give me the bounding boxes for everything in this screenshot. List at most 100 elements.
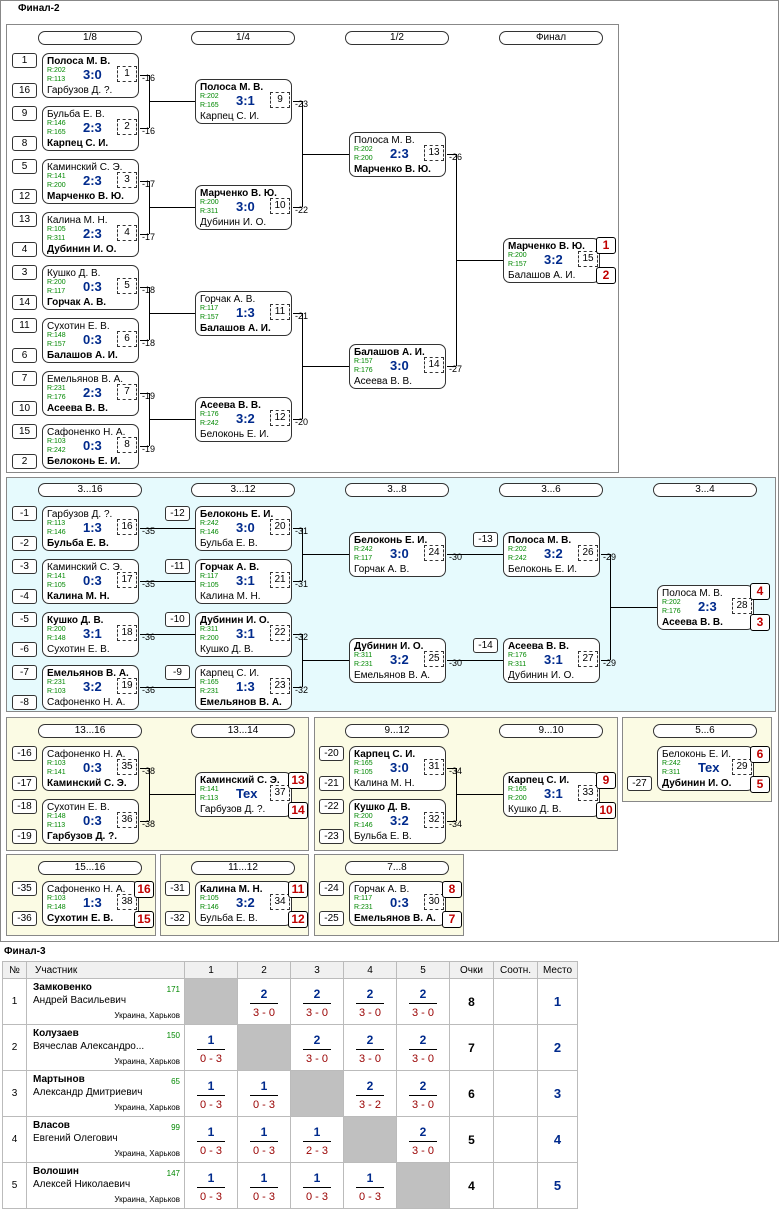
player-name: Дубинин И. О. — [662, 778, 732, 789]
result-points: 1 — [260, 1079, 268, 1093]
result-score: 0 - 3 — [252, 1145, 275, 1157]
player-rating: R:176 — [200, 411, 219, 418]
player-name: Белоконь Е. И. — [47, 456, 121, 467]
loser-destination: -31 — [295, 579, 309, 589]
seed-box: -36 — [12, 911, 37, 926]
self-cell — [237, 1024, 291, 1071]
place-box: 1 — [596, 237, 616, 254]
player-rating: R:113 — [47, 76, 66, 83]
result-points: 2 — [366, 1033, 374, 1047]
result-divider — [356, 1049, 384, 1050]
result-divider — [250, 1095, 278, 1096]
match-number: 32 — [424, 812, 444, 828]
player-name: Асеева В. В. — [47, 403, 108, 414]
loser-destination: -17 — [142, 179, 155, 189]
round-header: Финал — [499, 31, 603, 45]
match-score: 2:3 — [390, 146, 409, 161]
player-rating: R:165 — [200, 679, 219, 686]
round-header: 3...4 — [653, 483, 757, 497]
match-score: 3:0 — [390, 760, 409, 775]
player-rating: R:231 — [200, 688, 219, 695]
player-rating: R:202 — [47, 67, 66, 74]
col-header: Очки — [449, 961, 494, 979]
row-number: 2 — [2, 1024, 27, 1071]
loser-destination: -27 — [449, 364, 463, 374]
result-divider — [356, 1095, 384, 1096]
player-name: Марченко В. Ю. — [354, 164, 431, 175]
seed-box: -12 — [165, 506, 190, 521]
col-header: 3 — [290, 961, 344, 979]
result-points: 1 — [260, 1125, 268, 1139]
points-cell: 6 — [449, 1070, 494, 1117]
match-score: 3:0 — [83, 67, 102, 82]
participant-rating: 147 — [166, 1169, 180, 1178]
player-name: Емельянов В. А. — [47, 374, 124, 385]
loser-destination: -20 — [295, 417, 309, 427]
match-number: 25 — [424, 651, 444, 667]
seed-box: 8 — [12, 136, 37, 151]
match-number: 26 — [578, 545, 598, 561]
match-number: 37 — [270, 785, 290, 801]
match-score: 2:3 — [83, 173, 102, 188]
match-number: 27 — [578, 651, 598, 667]
result-points: 1 — [207, 1079, 215, 1093]
player-rating: R:165 — [200, 102, 219, 109]
connector-line — [293, 207, 302, 208]
match-score: 3:1 — [236, 93, 255, 108]
round-header: 3...12 — [191, 483, 295, 497]
connector-line — [149, 207, 195, 208]
player-name: Гарбузов Д. ?. — [47, 831, 118, 842]
seed-box: 14 — [12, 295, 37, 310]
player-name: Сухотин Е. В. — [47, 802, 110, 813]
player-rating: R:141 — [47, 173, 66, 180]
connector-line — [140, 287, 149, 288]
seed-box: -6 — [12, 642, 37, 657]
place-cell: 1 — [537, 978, 578, 1025]
row-number: 5 — [2, 1162, 27, 1209]
participant-rating: 171 — [166, 985, 180, 994]
connector-line — [140, 581, 195, 582]
player-name: Калина М. Н. — [200, 884, 263, 895]
connector-line — [610, 607, 657, 608]
round-header: 11...12 — [191, 861, 295, 875]
result-points: 1 — [207, 1033, 215, 1047]
player-rating: R:146 — [200, 904, 219, 911]
place-box: 6 — [750, 746, 770, 763]
connector-line — [293, 634, 302, 635]
player-name: Белоконь Е. И. — [508, 564, 578, 575]
match-score: 3:2 — [390, 813, 409, 828]
player-name: Белоконь Е. И. — [200, 429, 270, 440]
result-divider — [303, 1003, 331, 1004]
ratio-cell — [493, 1116, 538, 1163]
player-name: Марченко В. Ю. — [47, 191, 124, 202]
player-name: Дубинин И. О. — [200, 217, 267, 228]
self-cell — [343, 1116, 397, 1163]
seed-box: 15 — [12, 424, 37, 439]
col-header: Участник — [26, 961, 185, 979]
seed-box: 9 — [12, 106, 37, 121]
seed-box: -22 — [319, 799, 344, 814]
col-header: 2 — [237, 961, 291, 979]
connector-line — [140, 75, 149, 76]
connector-line — [140, 821, 149, 822]
match-number: 28 — [732, 598, 752, 614]
result-divider — [409, 1049, 437, 1050]
